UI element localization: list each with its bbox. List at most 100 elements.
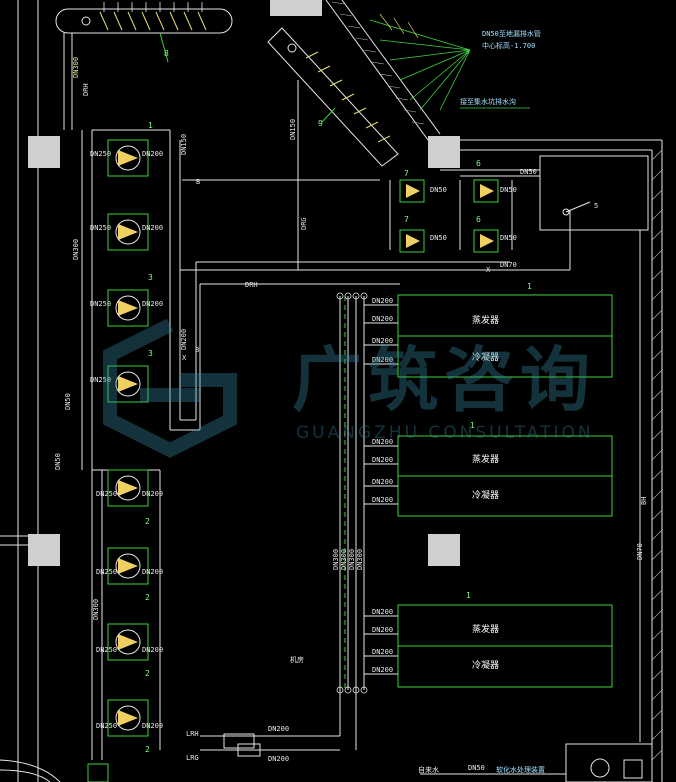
svg-text:DN70: DN70 xyxy=(500,261,517,269)
chiller-1: 1 蒸发器 冷凝器 DN200 DN200 DN200 DN200 xyxy=(364,282,613,378)
label-dn300-header: DN300 xyxy=(72,57,80,78)
svg-text:DN200: DN200 xyxy=(372,356,393,364)
wall-hatch-right xyxy=(651,149,663,761)
pump-icon xyxy=(118,480,138,496)
svg-text:DN150: DN150 xyxy=(180,134,188,155)
evaporator-label: 蒸发器 xyxy=(472,314,499,326)
pump-icon xyxy=(118,634,138,650)
pump-icon xyxy=(118,224,138,240)
svg-text:DN250: DN250 xyxy=(96,490,117,498)
pump-icon xyxy=(406,234,420,248)
column-mid-top xyxy=(428,136,460,168)
softener-label: 软化水处理装置 xyxy=(496,765,545,774)
chilled-water-pumps: DN300 DN150 DN200 X B 1 DN250 DN200 DN25… xyxy=(54,121,199,782)
svg-text:DN250: DN250 xyxy=(96,568,117,576)
small-pump-b: DN50 6 xyxy=(473,159,517,203)
svg-text:DN50: DN50 xyxy=(54,453,62,470)
collector-header-diagonal: 9 DN50至地漏排水管 中心标高-1.700 接至集水坑排水沟 DN150 D… xyxy=(267,13,541,270)
svg-text:DN300: DN300 xyxy=(340,549,348,570)
svg-text:DN200: DN200 xyxy=(372,478,393,486)
svg-text:DN250: DN250 xyxy=(96,722,117,730)
svg-text:DN200: DN200 xyxy=(268,755,289,763)
column-left-bottom xyxy=(28,534,60,566)
pump-icon xyxy=(406,184,420,198)
svg-text:DN150: DN150 xyxy=(289,119,297,140)
small-pump-d: DN50 6 xyxy=(473,215,517,253)
svg-text:DN200: DN200 xyxy=(142,224,163,232)
svg-text:DRH: DRH xyxy=(82,83,90,96)
label-lrg: LRG xyxy=(186,754,199,762)
drain-lines xyxy=(369,19,530,111)
svg-text:DN300: DN300 xyxy=(356,549,364,570)
callout-8: 8 xyxy=(164,49,169,58)
svg-text:DN200: DN200 xyxy=(268,725,289,733)
svg-text:DN50: DN50 xyxy=(430,186,447,194)
chiller-3: 1 蒸发器 冷凝器 DN200 DN200 DN200 DN200 xyxy=(364,591,613,688)
pump-unit-2: DN250 DN200 xyxy=(90,213,163,251)
svg-text:X: X xyxy=(486,266,491,274)
chiller-2: 1 蒸发器 冷凝器 DN200 DN200 DN200 DN200 xyxy=(364,421,613,517)
svg-text:1: 1 xyxy=(527,282,532,291)
pump-unit-8: 2 DN250 DN200 xyxy=(96,699,163,754)
svg-text:DN200: DN200 xyxy=(142,150,163,158)
floor-drain-note: 接至集水坑排水沟 xyxy=(460,97,516,106)
svg-text:DN200: DN200 xyxy=(372,666,393,674)
svg-text:DN200: DN200 xyxy=(372,626,393,634)
svg-text:DN200: DN200 xyxy=(180,329,188,350)
svg-text:DN50: DN50 xyxy=(430,234,447,242)
svg-text:DN250: DN250 xyxy=(90,376,111,384)
svg-text:冷凝器: 冷凝器 xyxy=(472,489,499,501)
svg-text:DN200: DN200 xyxy=(142,568,163,576)
pump-icon xyxy=(118,150,138,166)
svg-text:1: 1 xyxy=(470,421,475,430)
svg-text:DN250: DN250 xyxy=(90,150,111,158)
watermark-logo xyxy=(103,318,237,458)
watermark-text-cn: 广筑咨询 xyxy=(292,339,596,421)
condenser-label: 冷凝器 xyxy=(472,351,499,363)
svg-text:2: 2 xyxy=(145,745,150,754)
tank-5 xyxy=(539,155,649,231)
svg-text:DN300: DN300 xyxy=(72,239,80,260)
svg-text:DN200: DN200 xyxy=(372,315,393,323)
floor-label: 机房 xyxy=(290,655,304,664)
svg-text:DN200: DN200 xyxy=(372,456,393,464)
svg-text:DN200: DN200 xyxy=(142,490,163,498)
condenser-pump-group: 5 DN50 DN50 7 DN50 6 DN50 7 DN50 6 xyxy=(389,155,653,782)
svg-text:7: 7 xyxy=(404,169,409,178)
structural-columns xyxy=(28,0,460,566)
svg-text:DN250: DN250 xyxy=(90,224,111,232)
column-top xyxy=(270,0,322,16)
drain-note-elevation: 中心标高-1.700 xyxy=(482,41,535,50)
softener-tank xyxy=(565,743,653,782)
svg-text:DN300: DN300 xyxy=(92,599,100,620)
watermark-text-en: GUANGZHU CONSULTATION xyxy=(296,423,594,443)
pump-icon xyxy=(118,558,138,574)
pump-unit-5: 2 DN250 DN200 xyxy=(96,469,163,526)
svg-text:DN50: DN50 xyxy=(64,393,72,410)
svg-text:2: 2 xyxy=(145,593,150,602)
svg-text:冷凝器: 冷凝器 xyxy=(472,659,499,671)
svg-text:DN300: DN300 xyxy=(348,549,356,570)
svg-text:DN200: DN200 xyxy=(142,646,163,654)
svg-text:7: 7 xyxy=(404,215,409,224)
make-up-water-label: 自来水 xyxy=(418,765,439,774)
chiller-units: 1 蒸发器 冷凝器 DN200 DN200 DN200 DN200 1 蒸发器 … xyxy=(364,282,613,688)
svg-text:6: 6 xyxy=(476,159,481,168)
column-mid-bottom xyxy=(428,534,460,566)
label-lrh: LRH xyxy=(186,730,199,738)
svg-text:DN200: DN200 xyxy=(142,300,163,308)
svg-text:DN50: DN50 xyxy=(520,168,537,176)
svg-text:蒸发器: 蒸发器 xyxy=(472,623,499,635)
collector-tank xyxy=(267,27,399,167)
curve-bottom-left xyxy=(0,759,61,782)
svg-text:DN200: DN200 xyxy=(372,648,393,656)
svg-text:DN200: DN200 xyxy=(372,297,393,305)
svg-text:DN250: DN250 xyxy=(90,300,111,308)
svg-text:DN50: DN50 xyxy=(500,234,517,242)
svg-text:DN200: DN200 xyxy=(372,337,393,345)
svg-text:B: B xyxy=(195,346,199,354)
svg-text:3: 3 xyxy=(148,349,153,358)
svg-text:DN70: DN70 xyxy=(636,543,644,560)
watermark: 广筑咨询 GUANGZHU CONSULTATION xyxy=(103,318,596,458)
